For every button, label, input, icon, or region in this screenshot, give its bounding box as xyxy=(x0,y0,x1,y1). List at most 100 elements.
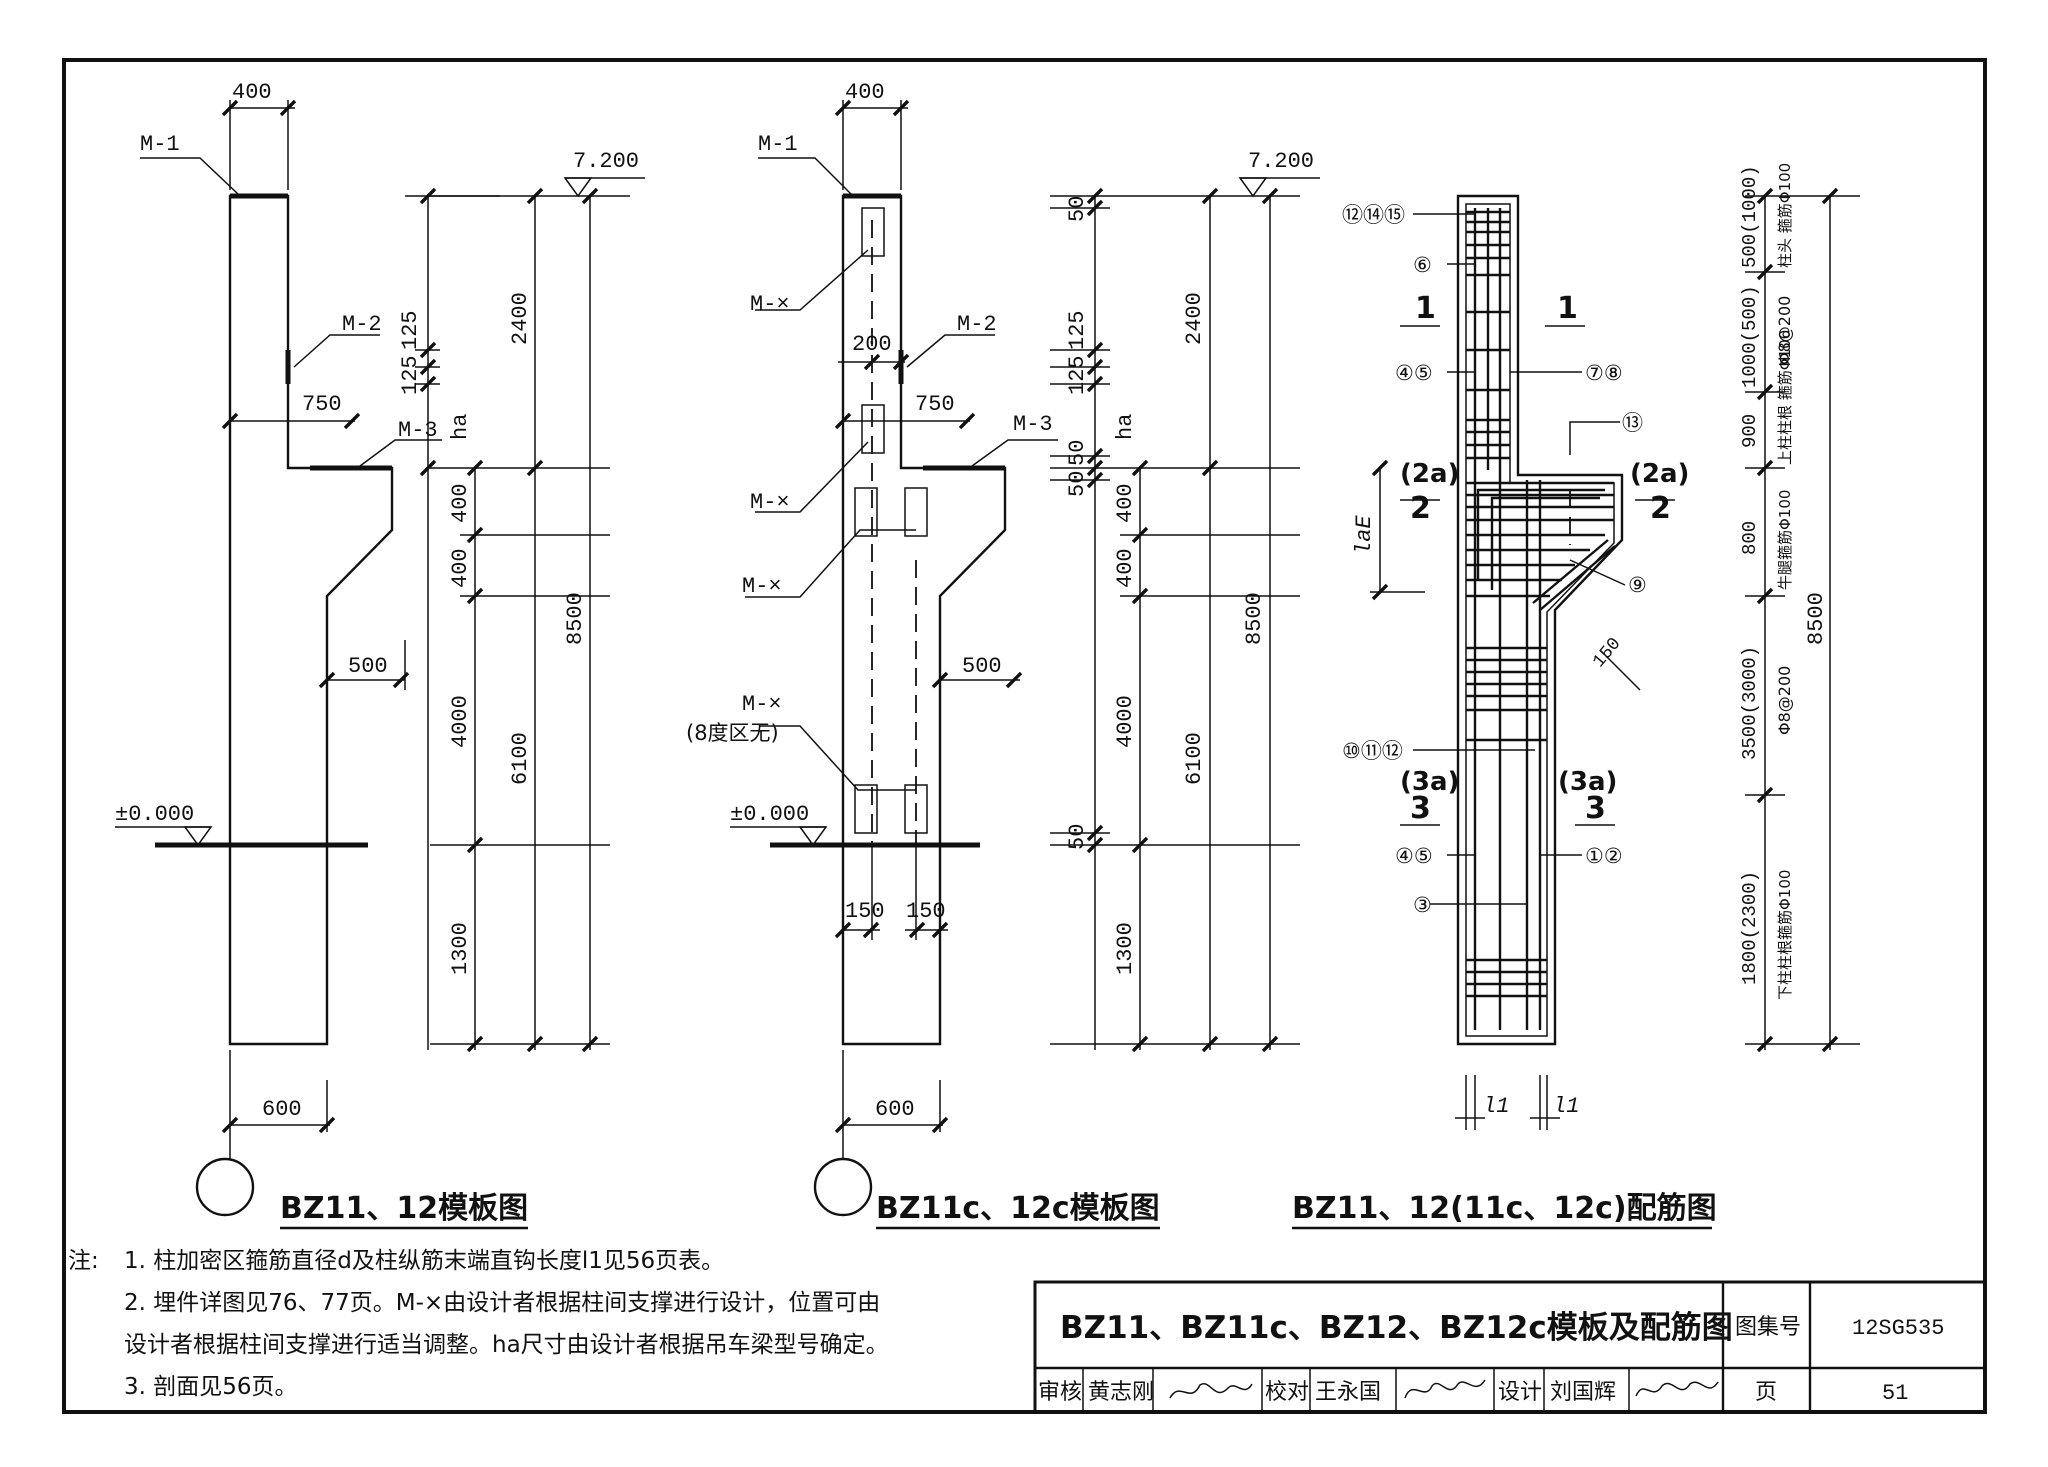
title-block xyxy=(1033,1280,1987,1414)
atlas-label: 图集号 xyxy=(1735,1315,1801,1340)
dim-200-b: 200 xyxy=(852,332,892,357)
dim-125b-a: 125 xyxy=(398,355,423,395)
dim-z5-len: 3500(3000) xyxy=(1739,646,1761,760)
label-mx4-note-b: (8度区无) xyxy=(686,721,779,745)
section-3a-left: (3a) xyxy=(1400,767,1459,797)
elev-marker-zero-a xyxy=(183,826,213,847)
title-reinforcement: BZ11、12(11c、12c)配筋图 xyxy=(1292,1191,1717,1226)
stirrups xyxy=(1466,210,1614,998)
notes-prefix: 注: xyxy=(68,1248,99,1274)
dim-400b-a: 400 xyxy=(448,548,473,588)
dim-750-a: 750 xyxy=(302,392,342,417)
dim-z3-txt: 上柱柱根 箍筋Φ100 xyxy=(1776,330,1794,465)
elev-top-a: 7.200 xyxy=(573,149,639,174)
title-formwork-b: BZ11c、12c模板图 xyxy=(876,1191,1160,1226)
checker-name: 王永国 xyxy=(1315,1380,1381,1405)
note-1: 1. 柱加密区箍筋直径d及柱纵筋末端直钩长度l1见56页表。 xyxy=(124,1248,724,1274)
dim-top-width-a: 400 xyxy=(232,80,272,105)
section-2-right: 2 xyxy=(1650,491,1671,526)
label-m1-a: M-1 xyxy=(140,132,180,157)
dim-150-c: 150 xyxy=(1589,634,1625,672)
dim-8500-b: 8500 xyxy=(1242,592,1267,645)
dim-125a-a: 125 xyxy=(398,310,423,350)
marker-13: ⑬ xyxy=(1622,411,1643,435)
dim-z2-len: 1000(500) xyxy=(1739,285,1761,388)
dim-500-b: 500 xyxy=(962,654,1002,679)
dim-l1b: l1 xyxy=(1553,1094,1579,1119)
dim-2400-b: 2400 xyxy=(1182,292,1207,345)
section-3-right: 3 xyxy=(1585,791,1606,826)
section-1-right: 1 xyxy=(1557,291,1578,326)
column-outline-c xyxy=(1456,194,1624,1046)
dim-z1-txt: 柱头 箍筋Φ100 xyxy=(1776,163,1794,268)
check-label: 校对 xyxy=(1265,1380,1309,1405)
review-label: 审核 xyxy=(1038,1380,1082,1405)
dim-150b-b: 150 xyxy=(906,899,946,924)
reinforcement-drawing xyxy=(1370,187,1860,1130)
section-3-left: 3 xyxy=(1410,791,1431,826)
marker-9: ⑨ xyxy=(1628,573,1647,597)
page-number: 51 xyxy=(1882,1381,1908,1406)
axis-bubble-a xyxy=(195,1157,255,1217)
dim-125b-b: 125 xyxy=(1065,355,1090,395)
dim-z3-len: 900 xyxy=(1739,414,1761,448)
dim-150a-b: 150 xyxy=(845,899,885,924)
marker-7-8: ⑦⑧ xyxy=(1585,361,1623,385)
label-m1-b: M-1 xyxy=(758,132,798,157)
formwork-drawing-a xyxy=(115,99,645,1217)
dim-z2-txt: Φ8@200 xyxy=(1775,296,1794,365)
design-label: 设计 xyxy=(1498,1380,1542,1405)
dim-400a-b: 400 xyxy=(1113,483,1138,523)
dim-1300-b: 1300 xyxy=(1113,922,1138,975)
dim-2400-a: 2400 xyxy=(508,292,533,345)
marker-3: ③ xyxy=(1413,893,1432,917)
dim-6100-b: 6100 xyxy=(1182,732,1207,785)
marker-4-5a: ④⑤ xyxy=(1395,361,1433,385)
marker-6: ⑥ xyxy=(1413,253,1432,277)
title-block-title: BZ11、BZ11c、BZ12、BZ12c模板及配筋图 xyxy=(1060,1310,1733,1346)
dim-z4-len: 800 xyxy=(1739,521,1761,555)
rebar-9 xyxy=(1539,545,1616,611)
page-label: 页 xyxy=(1755,1380,1777,1405)
marker-1-2: ①② xyxy=(1585,844,1623,868)
dim-500-a: 500 xyxy=(348,654,388,679)
leader-m1-a xyxy=(140,157,239,195)
dim-ha-b: ha xyxy=(1113,414,1138,440)
section-1-left: 1 xyxy=(1415,291,1436,326)
section-2a-right: (2a) xyxy=(1630,459,1689,489)
designer-name: 刘国辉 xyxy=(1550,1380,1616,1405)
dim-50c-b: 50 xyxy=(1065,471,1090,497)
atlas-number: 12SG535 xyxy=(1852,1316,1944,1341)
marker-10-11-12: ⑩⑪⑫ xyxy=(1342,739,1403,763)
dim-ha-a: ha xyxy=(448,414,473,440)
dim-6100-a: 6100 xyxy=(508,732,533,785)
marker-12-14-15: ⑫⑭⑮ xyxy=(1342,203,1405,227)
dim-z6-len: 1800(2300) xyxy=(1739,871,1761,985)
note-2b: 设计者根据柱间支撑进行适当调整。ha尺寸由设计者根据吊车梁型号确定。 xyxy=(124,1332,889,1358)
dim-4000-a: 4000 xyxy=(448,695,473,748)
label-mx1-b: M-× xyxy=(750,292,790,317)
formwork-drawing-b xyxy=(730,99,1320,1217)
dim-top-width-b: 400 xyxy=(845,80,885,105)
dim-4000-b: 4000 xyxy=(1113,695,1138,748)
dim-50a-b: 50 xyxy=(1065,196,1090,222)
column-outline-a xyxy=(228,194,394,1046)
marker-4-5b: ④⑤ xyxy=(1395,844,1433,868)
dim-400b-b: 400 xyxy=(1113,548,1138,588)
dim-400a-a: 400 xyxy=(448,483,473,523)
label-m3-a: M-3 xyxy=(398,418,438,443)
section-2a-left: (2a) xyxy=(1400,459,1459,489)
sheet-border xyxy=(62,58,1987,1414)
dim-600-a: 600 xyxy=(262,1097,302,1122)
dim-z5-txt: Φ8@200 xyxy=(1775,666,1794,735)
dim-50b-b: 50 xyxy=(1065,440,1090,466)
dim-z6-txt: 下柱柱根箍筋Φ100 xyxy=(1776,870,1794,1000)
dim-8500-a: 8500 xyxy=(563,592,588,645)
section-3a-right: (3a) xyxy=(1558,767,1617,797)
axis-bubble-b xyxy=(813,1157,873,1217)
title-formwork-a: BZ11、12模板图 xyxy=(280,1191,528,1226)
dim-l1a: l1 xyxy=(1483,1094,1509,1119)
section-2-left: 2 xyxy=(1410,491,1431,526)
dim-750-b: 750 xyxy=(915,392,955,417)
